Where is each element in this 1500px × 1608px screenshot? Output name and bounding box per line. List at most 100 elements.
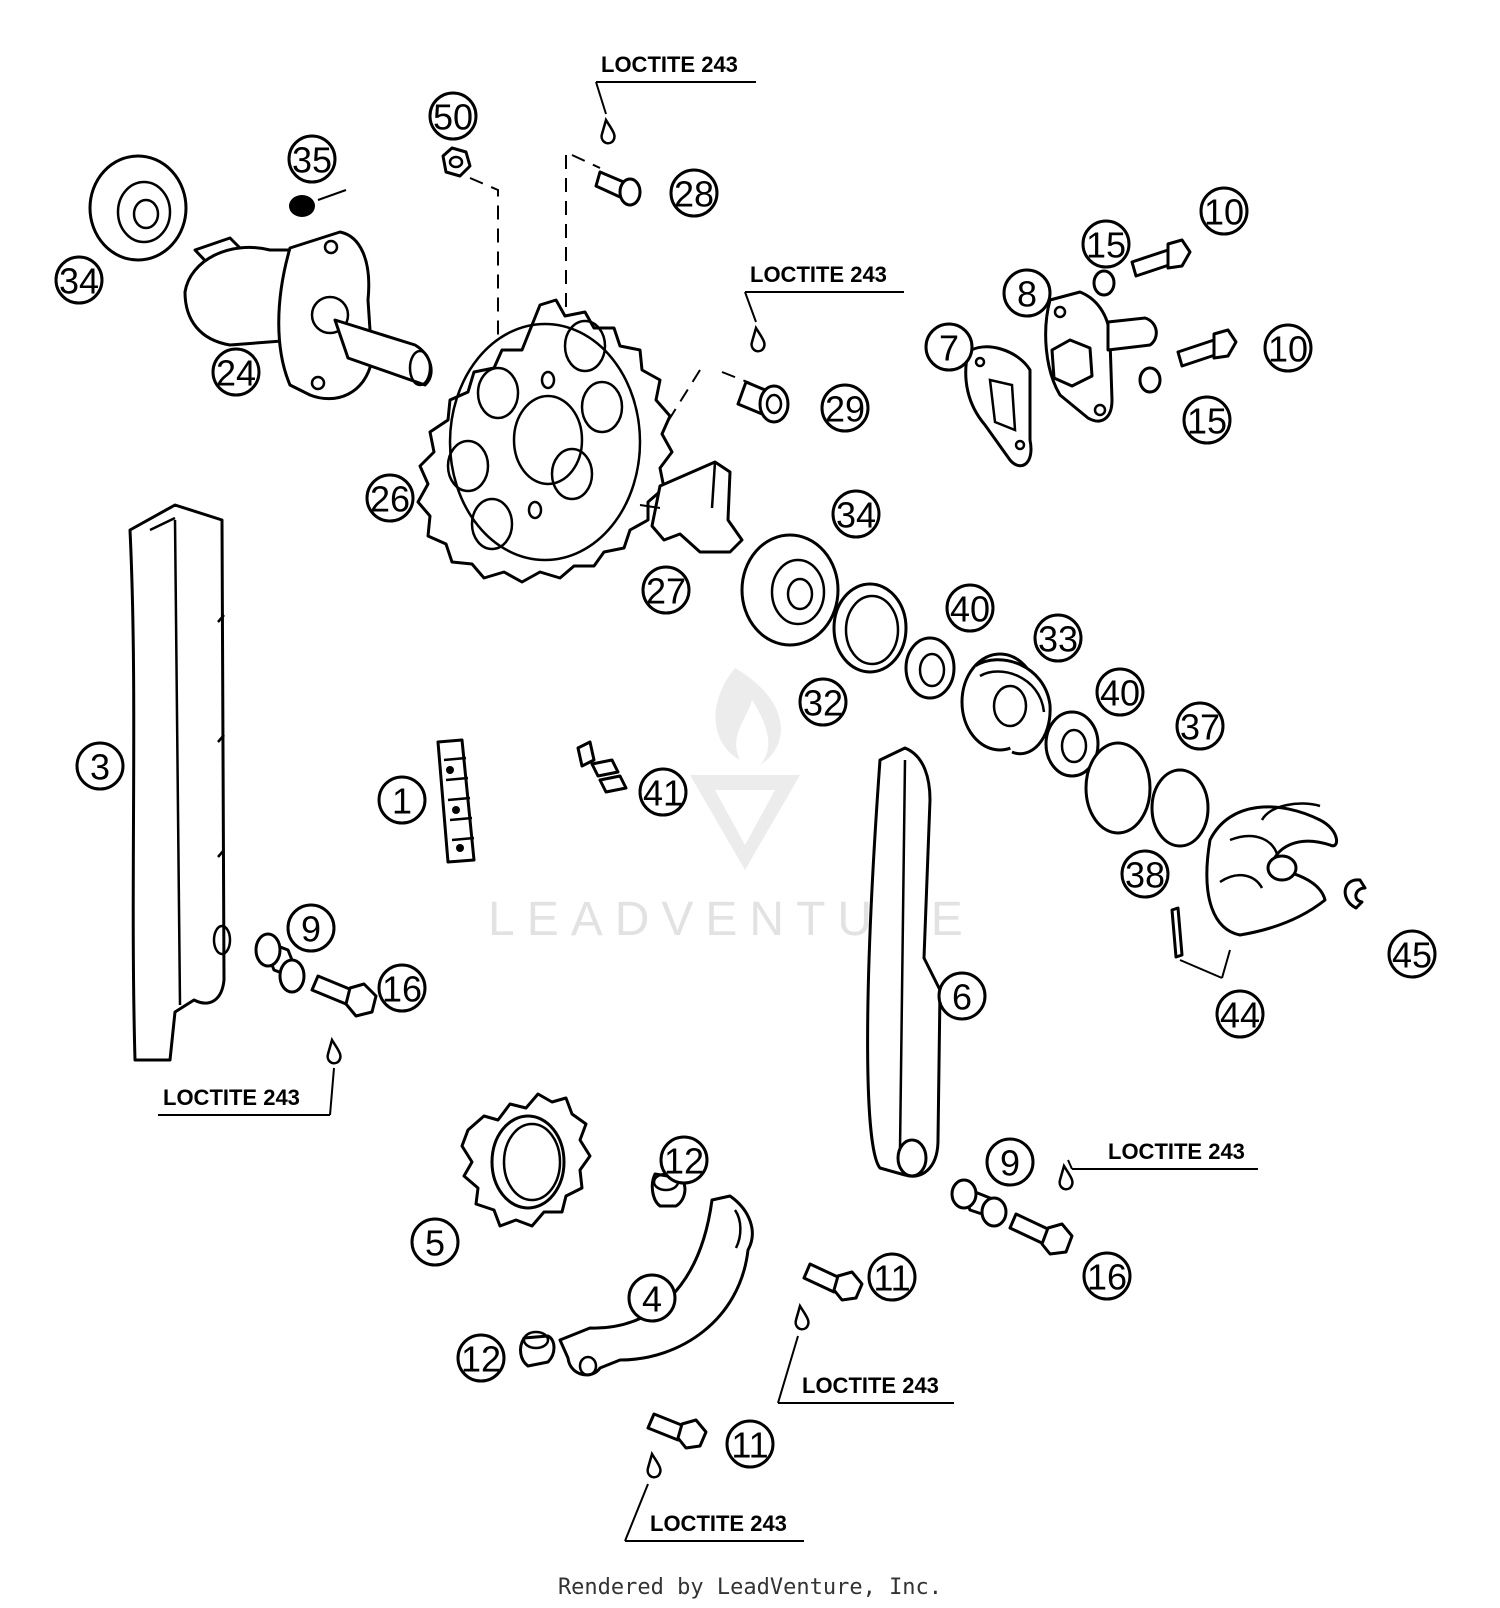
callout-12-lower: 12 [456,1333,506,1383]
loctite-drop-1 [600,116,616,145]
svg-text:40: 40 [1100,673,1140,714]
callout-26: 26 [365,473,415,523]
svg-text:44: 44 [1220,995,1260,1036]
bolt-10-lower [1176,328,1238,368]
callout-38: 38 [1120,849,1170,899]
svg-text:11: 11 [873,1258,910,1299]
callout-11-lower: 11 [725,1419,775,1469]
svg-text:24: 24 [216,353,256,394]
bolt-29 [736,380,790,424]
callout-15-lower: 15 [1182,395,1232,445]
callout-5: 5 [410,1217,460,1267]
svg-text:16: 16 [382,969,422,1010]
callout-40-lower: 40 [1095,667,1145,717]
svg-text:10: 10 [1268,329,1308,370]
chain-link [576,740,628,794]
bolt-11-upper [802,1262,864,1302]
bearing-top-left [88,154,188,262]
svg-text:LOCTITE 243: LOCTITE 243 [802,1373,939,1398]
callout-8: 8 [1002,268,1052,318]
callout-10-upper: 10 [1199,186,1249,236]
bolt-11-lower [646,1412,708,1450]
callout-35: 35 [287,134,337,184]
seal-40-lower [1044,710,1100,778]
watermark-logo [690,668,800,870]
footer-credit: Rendered by LeadVenture, Inc. [558,1575,942,1600]
timing-chain [436,738,476,864]
svg-text:8: 8 [1017,274,1037,315]
svg-text:LOCTITE 243: LOCTITE 243 [1108,1139,1245,1164]
svg-text:38: 38 [1125,855,1165,896]
bushing-9-left [254,932,306,994]
svg-text:37: 37 [1180,707,1220,748]
loctite-label-3: LOCTITE 243 [158,1067,335,1116]
callout-45: 45 [1387,929,1437,979]
svg-text:12: 12 [461,1339,501,1380]
circlip [1343,878,1367,910]
screw-28 [594,170,642,207]
svg-text:27: 27 [646,571,686,612]
bolt-16-left [310,974,378,1018]
svg-text:9: 9 [1000,1143,1020,1184]
callout-33: 33 [1033,613,1083,663]
guide-rail-left [128,503,232,1062]
callout-16-right: 16 [1082,1251,1132,1301]
bushing-12-lower [519,1330,556,1368]
loctite-drop-4 [1058,1162,1074,1191]
svg-text:10: 10 [1204,192,1244,233]
callout-29: 29 [820,383,870,433]
svg-text:34: 34 [59,261,99,302]
o-ring-38 [1150,768,1210,848]
svg-text:40: 40 [950,589,990,630]
svg-text:35: 35 [292,140,332,181]
svg-text:33: 33 [1038,619,1078,660]
callout-12-upper: 12 [659,1135,709,1185]
svg-text:16: 16 [1087,1257,1127,1298]
callout-34-center: 34 [831,489,881,539]
o-ring-37 [1084,741,1152,835]
loctite-drop-5 [794,1302,810,1331]
callout-50: 50 [428,91,478,141]
loctite-drop-2 [750,324,766,353]
callout-28: 28 [669,168,719,218]
pulley [960,652,1052,756]
loctite-label-6: LOCTITE 243 [624,1483,804,1542]
svg-text:LOCTITE 243: LOCTITE 243 [750,262,887,287]
svg-text:1: 1 [392,781,412,822]
callout-4: 4 [627,1273,677,1323]
callout-3: 3 [75,741,125,791]
loctite-drop-6 [646,1450,662,1479]
small-sprocket [460,1092,592,1228]
nut [441,146,472,178]
shim-ring [832,582,908,674]
bolt-16-right [1008,1212,1074,1256]
callout-7: 7 [924,322,974,372]
washer-lower [1138,366,1162,394]
bearing-center [740,533,840,647]
svg-text:LOCTITE 243: LOCTITE 243 [601,52,738,77]
chain-guide-wedge [639,460,744,554]
svg-text:41: 41 [643,773,683,814]
loctite-label-2: LOCTITE 243 [744,262,904,323]
loctite-label-5: LOCTITE 243 [777,1335,954,1404]
svg-text:11: 11 [731,1425,768,1466]
svg-text:12: 12 [664,1141,704,1182]
callout-1: 1 [377,775,427,825]
callout-27: 27 [641,565,691,615]
svg-text:7: 7 [939,328,959,369]
chain-tensioner [1044,290,1158,423]
callout-41: 41 [638,767,688,817]
svg-text:3: 3 [90,747,110,788]
loctite-label-4: LOCTITE 243 [1067,1139,1258,1170]
callout-44: 44 [1215,989,1265,1039]
svg-text:5: 5 [425,1223,445,1264]
callout-9-left: 9 [286,903,336,953]
svg-text:6: 6 [952,977,972,1018]
svg-text:26: 26 [370,479,410,520]
svg-text:15: 15 [1086,225,1126,266]
svg-text:50: 50 [433,97,473,138]
crank-shaft [183,230,433,401]
washer-upper [1092,269,1116,297]
guide-rail-right [866,746,942,1178]
